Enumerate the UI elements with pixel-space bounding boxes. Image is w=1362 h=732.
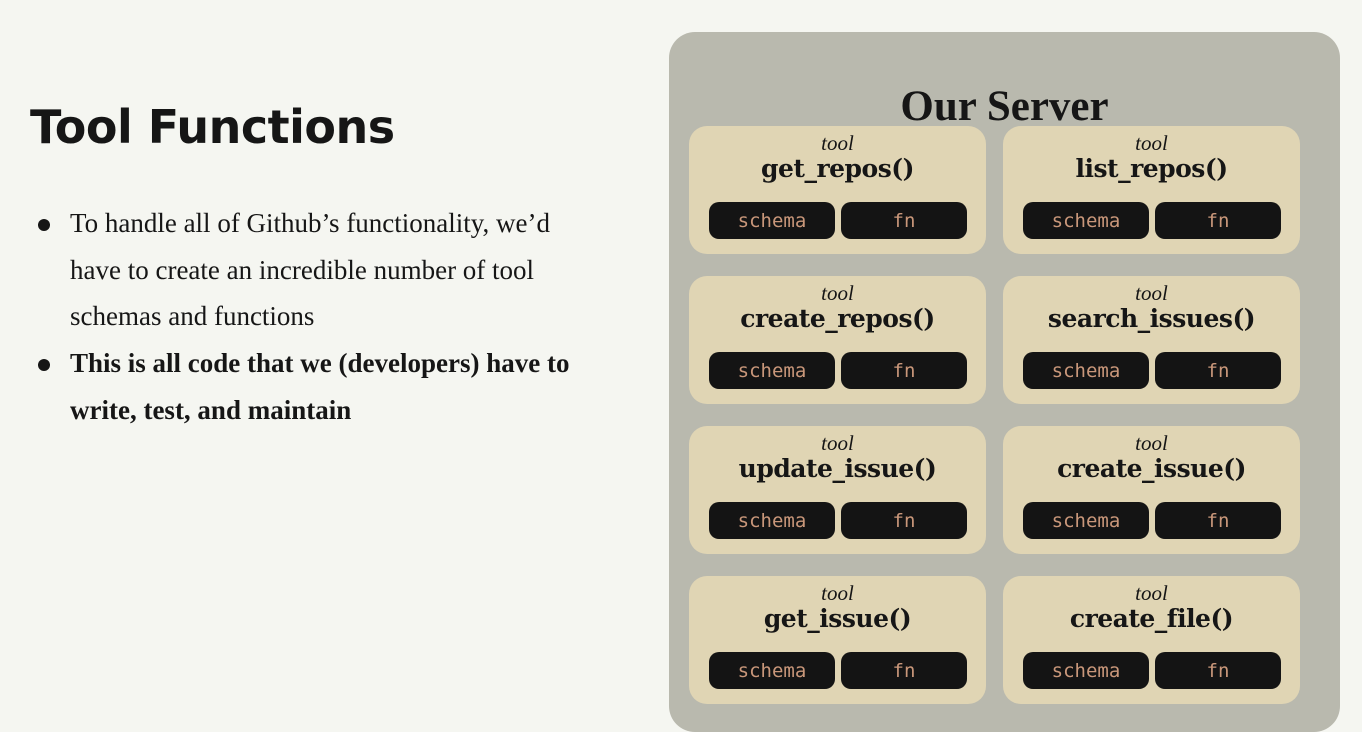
tool-parts: schema fn: [1023, 502, 1281, 539]
tool-tag: tool: [1135, 581, 1168, 605]
tool-parts: schema fn: [709, 202, 967, 239]
bullet-text: This is all code that we (developers) ha…: [70, 348, 570, 425]
tool-name: search_issues(): [1047, 304, 1256, 333]
schema-pill: schema: [709, 502, 835, 539]
tool-parts: schema fn: [1023, 652, 1281, 689]
tool-name: create_issue(): [1057, 454, 1246, 483]
schema-pill: schema: [709, 202, 835, 239]
tool-tag: tool: [821, 581, 854, 605]
tool-card-create-file: tool create_file() schema fn: [1003, 576, 1300, 704]
server-title: Our Server: [900, 83, 1109, 130]
slide-title: Tool Functions: [30, 100, 395, 154]
tool-card-create-issue: tool create_issue() schema fn: [1003, 426, 1300, 554]
bullet-item-1: To handle all of Github’s functionality,…: [30, 200, 570, 340]
tool-tag: tool: [821, 281, 854, 305]
tool-tag: tool: [1135, 131, 1168, 155]
schema-pill: schema: [1023, 202, 1149, 239]
tool-tag: tool: [821, 431, 854, 455]
tool-tag: tool: [821, 131, 854, 155]
tool-parts: schema fn: [709, 652, 967, 689]
bullet-item-2: This is all code that we (developers) ha…: [30, 340, 570, 433]
tool-grid: tool get_repos() schema fn tool list_rep…: [689, 126, 1300, 704]
bullet-dot-icon: [38, 219, 50, 231]
schema-pill: schema: [1023, 352, 1149, 389]
tool-card-get-repos: tool get_repos() schema fn: [689, 126, 986, 254]
tool-parts: schema fn: [1023, 202, 1281, 239]
tool-parts: schema fn: [709, 502, 967, 539]
tool-name: list_repos(): [1075, 154, 1228, 183]
tool-card-list-repos: tool list_repos() schema fn: [1003, 126, 1300, 254]
fn-pill: fn: [841, 202, 967, 239]
tool-card-search-issues: tool search_issues() schema fn: [1003, 276, 1300, 404]
fn-pill: fn: [1155, 352, 1281, 389]
tool-name: get_issue(): [763, 604, 912, 633]
tool-card-update-issue: tool update_issue() schema fn: [689, 426, 986, 554]
fn-pill: fn: [841, 652, 967, 689]
tool-tag: tool: [1135, 281, 1168, 305]
tool-name: create_file(): [1069, 604, 1234, 633]
fn-pill: fn: [1155, 202, 1281, 239]
fn-pill: fn: [1155, 502, 1281, 539]
tool-card-get-issue: tool get_issue() schema fn: [689, 576, 986, 704]
tool-name: create_repos(): [740, 304, 935, 333]
schema-pill: schema: [1023, 502, 1149, 539]
fn-pill: fn: [841, 502, 967, 539]
tool-parts: schema fn: [709, 352, 967, 389]
tool-name: get_repos(): [761, 154, 914, 183]
bullet-dot-icon: [38, 359, 50, 372]
tool-parts: schema fn: [1023, 352, 1281, 389]
schema-pill: schema: [709, 652, 835, 689]
fn-pill: fn: [1155, 652, 1281, 689]
tool-name: update_issue(): [738, 454, 937, 483]
bullet-list: To handle all of Github’s functionality,…: [30, 200, 570, 434]
schema-pill: schema: [709, 352, 835, 389]
schema-pill: schema: [1023, 652, 1149, 689]
tool-tag: tool: [1135, 431, 1168, 455]
tool-card-create-repos: tool create_repos() schema fn: [689, 276, 986, 404]
bullet-text: To handle all of Github’s functionality,…: [70, 208, 551, 332]
fn-pill: fn: [841, 352, 967, 389]
